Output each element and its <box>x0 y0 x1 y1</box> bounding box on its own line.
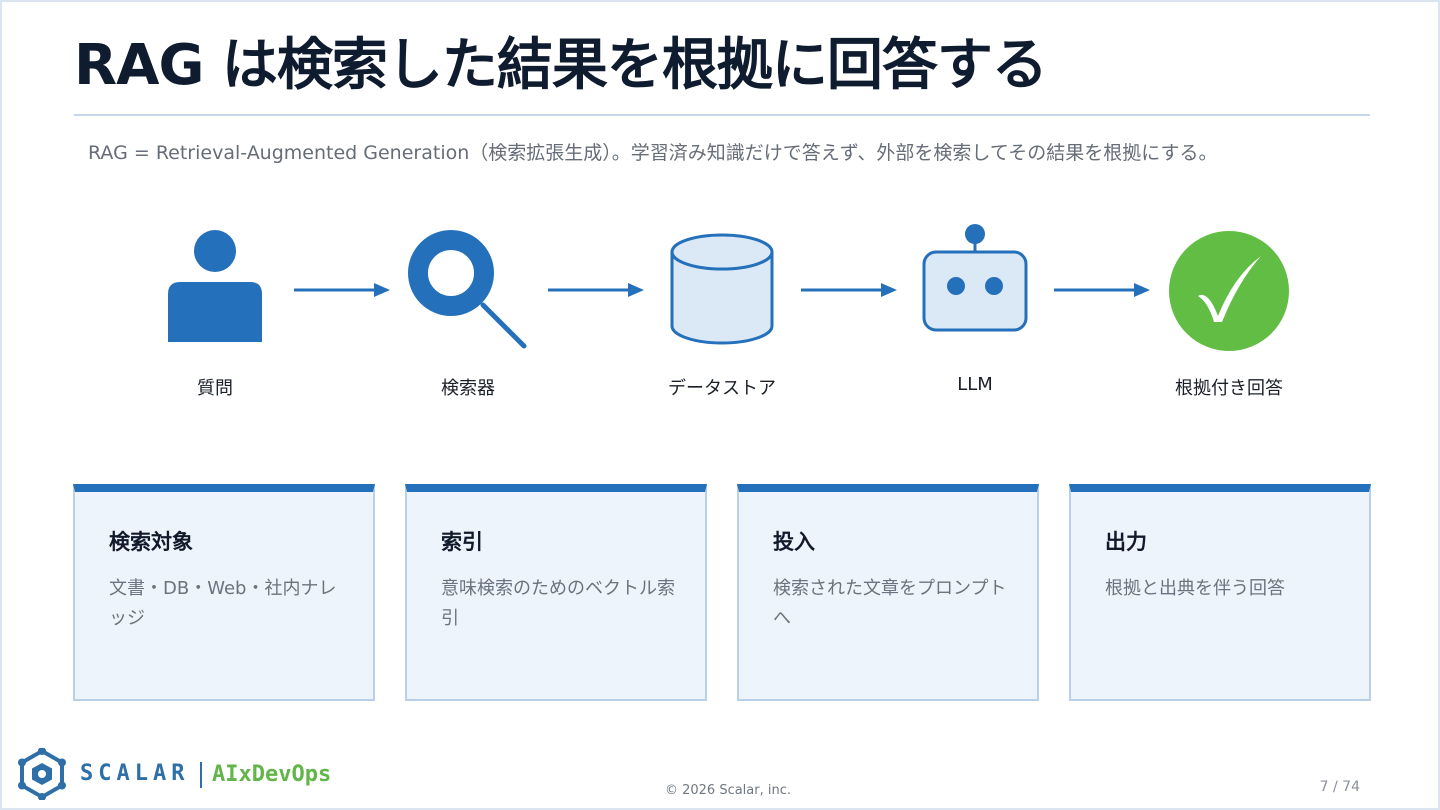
flow-arrow-1 <box>294 283 390 297</box>
robot-icon <box>922 224 1028 332</box>
flow-label-grounded-answer: 根拠付き回答 <box>1175 378 1283 399</box>
card-title: 索引 <box>441 530 483 554</box>
card-body: 意味検索のためのベクトル索引 <box>441 578 675 629</box>
person-icon <box>168 230 262 342</box>
card-body: 根拠と出典を伴う回答 <box>1105 578 1285 599</box>
magnifier-icon <box>408 230 527 349</box>
copyright: © 2026 Scalar, inc. <box>664 783 792 798</box>
flow-label-datastore: データストア <box>668 378 776 399</box>
checkmark-icon <box>1169 231 1289 351</box>
card-body: 文書・DB・Web・社内ナレッジ <box>109 578 337 629</box>
card-title: 投入 <box>773 530 815 554</box>
card-title: 出力 <box>1105 530 1147 554</box>
card-body: 検索された文章をプロンプトへ <box>773 578 1007 629</box>
scalar-logo-icon <box>18 748 66 800</box>
slide-subtitle: RAG = Retrieval-Augmented Generation（検索拡… <box>88 142 1218 164</box>
flow-arrow-2 <box>548 283 644 297</box>
card-title: 検索対象 <box>109 530 193 554</box>
flow-label-question: 質問 <box>197 378 233 399</box>
page-number: 7 / 74 <box>1319 779 1360 795</box>
database-icon <box>670 233 774 345</box>
flow-label-retriever: 検索器 <box>441 378 495 399</box>
card-index: 索引 意味検索のためのベクトル索引 <box>405 484 707 701</box>
card-injection: 投入 検索された文章をプロンプトへ <box>737 484 1039 701</box>
card-search-target: 検索対象 文書・DB・Web・社内ナレッジ <box>73 484 375 701</box>
title-divider <box>74 114 1370 116</box>
flow-arrow-4 <box>1054 283 1150 297</box>
brand-name: SCALAR <box>80 761 190 786</box>
brand-separator <box>200 762 202 788</box>
slide-title: RAG は検索した結果を根拠に回答する <box>74 33 1048 98</box>
card-output: 出力 根拠と出典を伴う回答 <box>1069 484 1371 701</box>
product-name: AIxDevOps <box>212 762 332 787</box>
flow-label-llm: LLM <box>957 374 993 395</box>
flow-arrow-3 <box>801 283 897 297</box>
